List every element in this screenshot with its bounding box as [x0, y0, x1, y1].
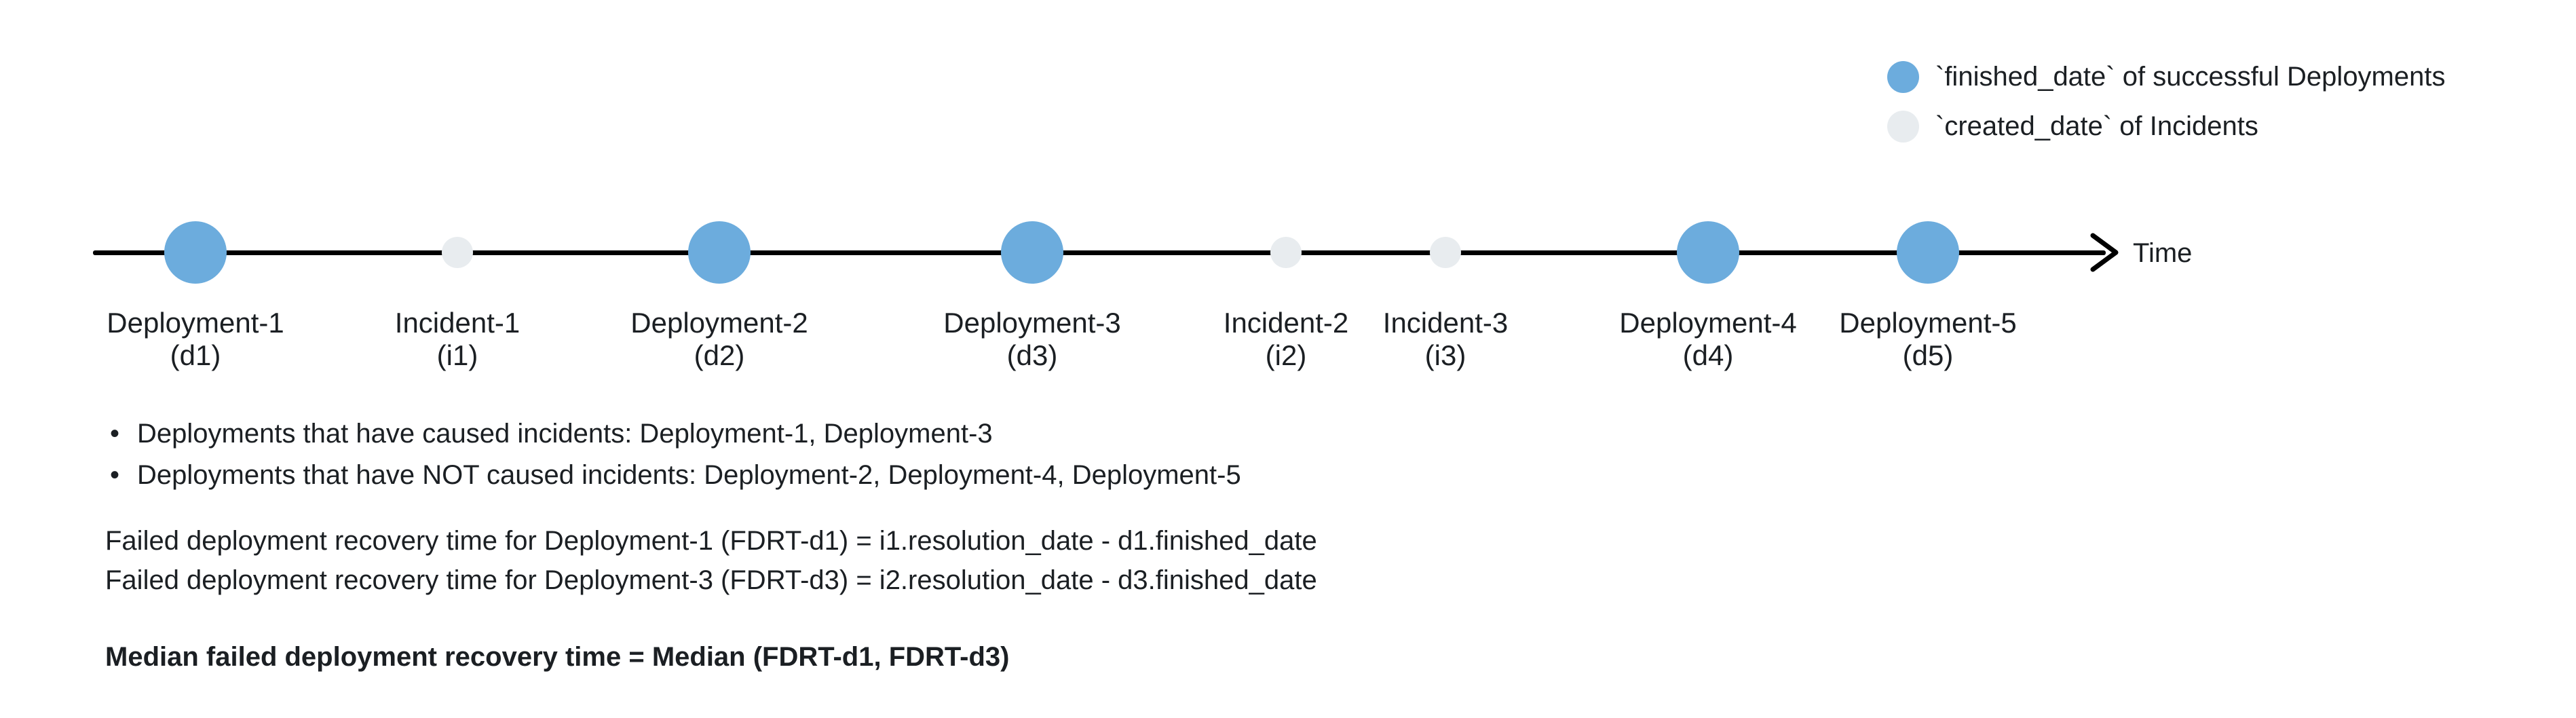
- event-label: Deployment-2 (d2): [630, 307, 808, 371]
- event-label: Deployment-5 (d5): [1839, 307, 2017, 371]
- event-label: Deployment-4 (d4): [1619, 307, 1797, 371]
- bullet-text: Deployments that have caused incidents: …: [137, 419, 993, 449]
- deployment-dot-icon: [164, 221, 227, 284]
- arrow-right-icon: [2090, 233, 2119, 272]
- event-label: Deployment-3 (d3): [943, 307, 1121, 371]
- formula-line: Failed deployment recovery time for Depl…: [105, 526, 1317, 556]
- deployment-dot-icon: [688, 221, 751, 284]
- median-formula: Median failed deployment recovery time =…: [105, 642, 1010, 672]
- legend-item: `created_date` of Incidents: [1887, 111, 2445, 143]
- time-axis-line: [93, 250, 2106, 255]
- fdrt-formulas: Failed deployment recovery time for Depl…: [105, 527, 1317, 594]
- deployment-dot-icon: [1677, 221, 1739, 284]
- incident-legend-dot-icon: [1887, 111, 1919, 143]
- deployment-dot-icon: [1001, 221, 1063, 284]
- bullet-icon: •: [109, 460, 119, 490]
- bullet-item: • Deployments that have caused incidents…: [107, 419, 1241, 448]
- event-label: Incident-2 (i2): [1223, 307, 1349, 371]
- event-label: Deployment-1 (d1): [107, 307, 284, 371]
- bullet-item: • Deployments that have NOT caused incid…: [107, 461, 1241, 489]
- legend-item-label: `created_date` of Incidents: [1935, 111, 2258, 141]
- deployment-dot-icon: [1897, 221, 1959, 284]
- incident-dot-icon: [442, 237, 473, 268]
- bullet-text: Deployments that have NOT caused inciden…: [137, 460, 1241, 490]
- incident-dot-icon: [1270, 237, 1302, 268]
- bullet-icon: •: [109, 419, 119, 449]
- incident-dot-icon: [1430, 237, 1461, 268]
- notes-bullets: • Deployments that have caused incidents…: [107, 419, 1241, 489]
- event-label: Incident-1 (i1): [394, 307, 520, 371]
- event-label: Incident-3 (i3): [1382, 307, 1509, 371]
- legend: `finished_date` of successful Deployment…: [1887, 61, 2445, 143]
- deployment-legend-dot-icon: [1887, 61, 1919, 93]
- formula-line: Failed deployment recovery time for Depl…: [105, 565, 1317, 595]
- time-axis-label: Time: [2133, 238, 2193, 268]
- legend-item-label: `finished_date` of successful Deployment…: [1935, 62, 2446, 92]
- legend-item: `finished_date` of successful Deployment…: [1887, 61, 2445, 93]
